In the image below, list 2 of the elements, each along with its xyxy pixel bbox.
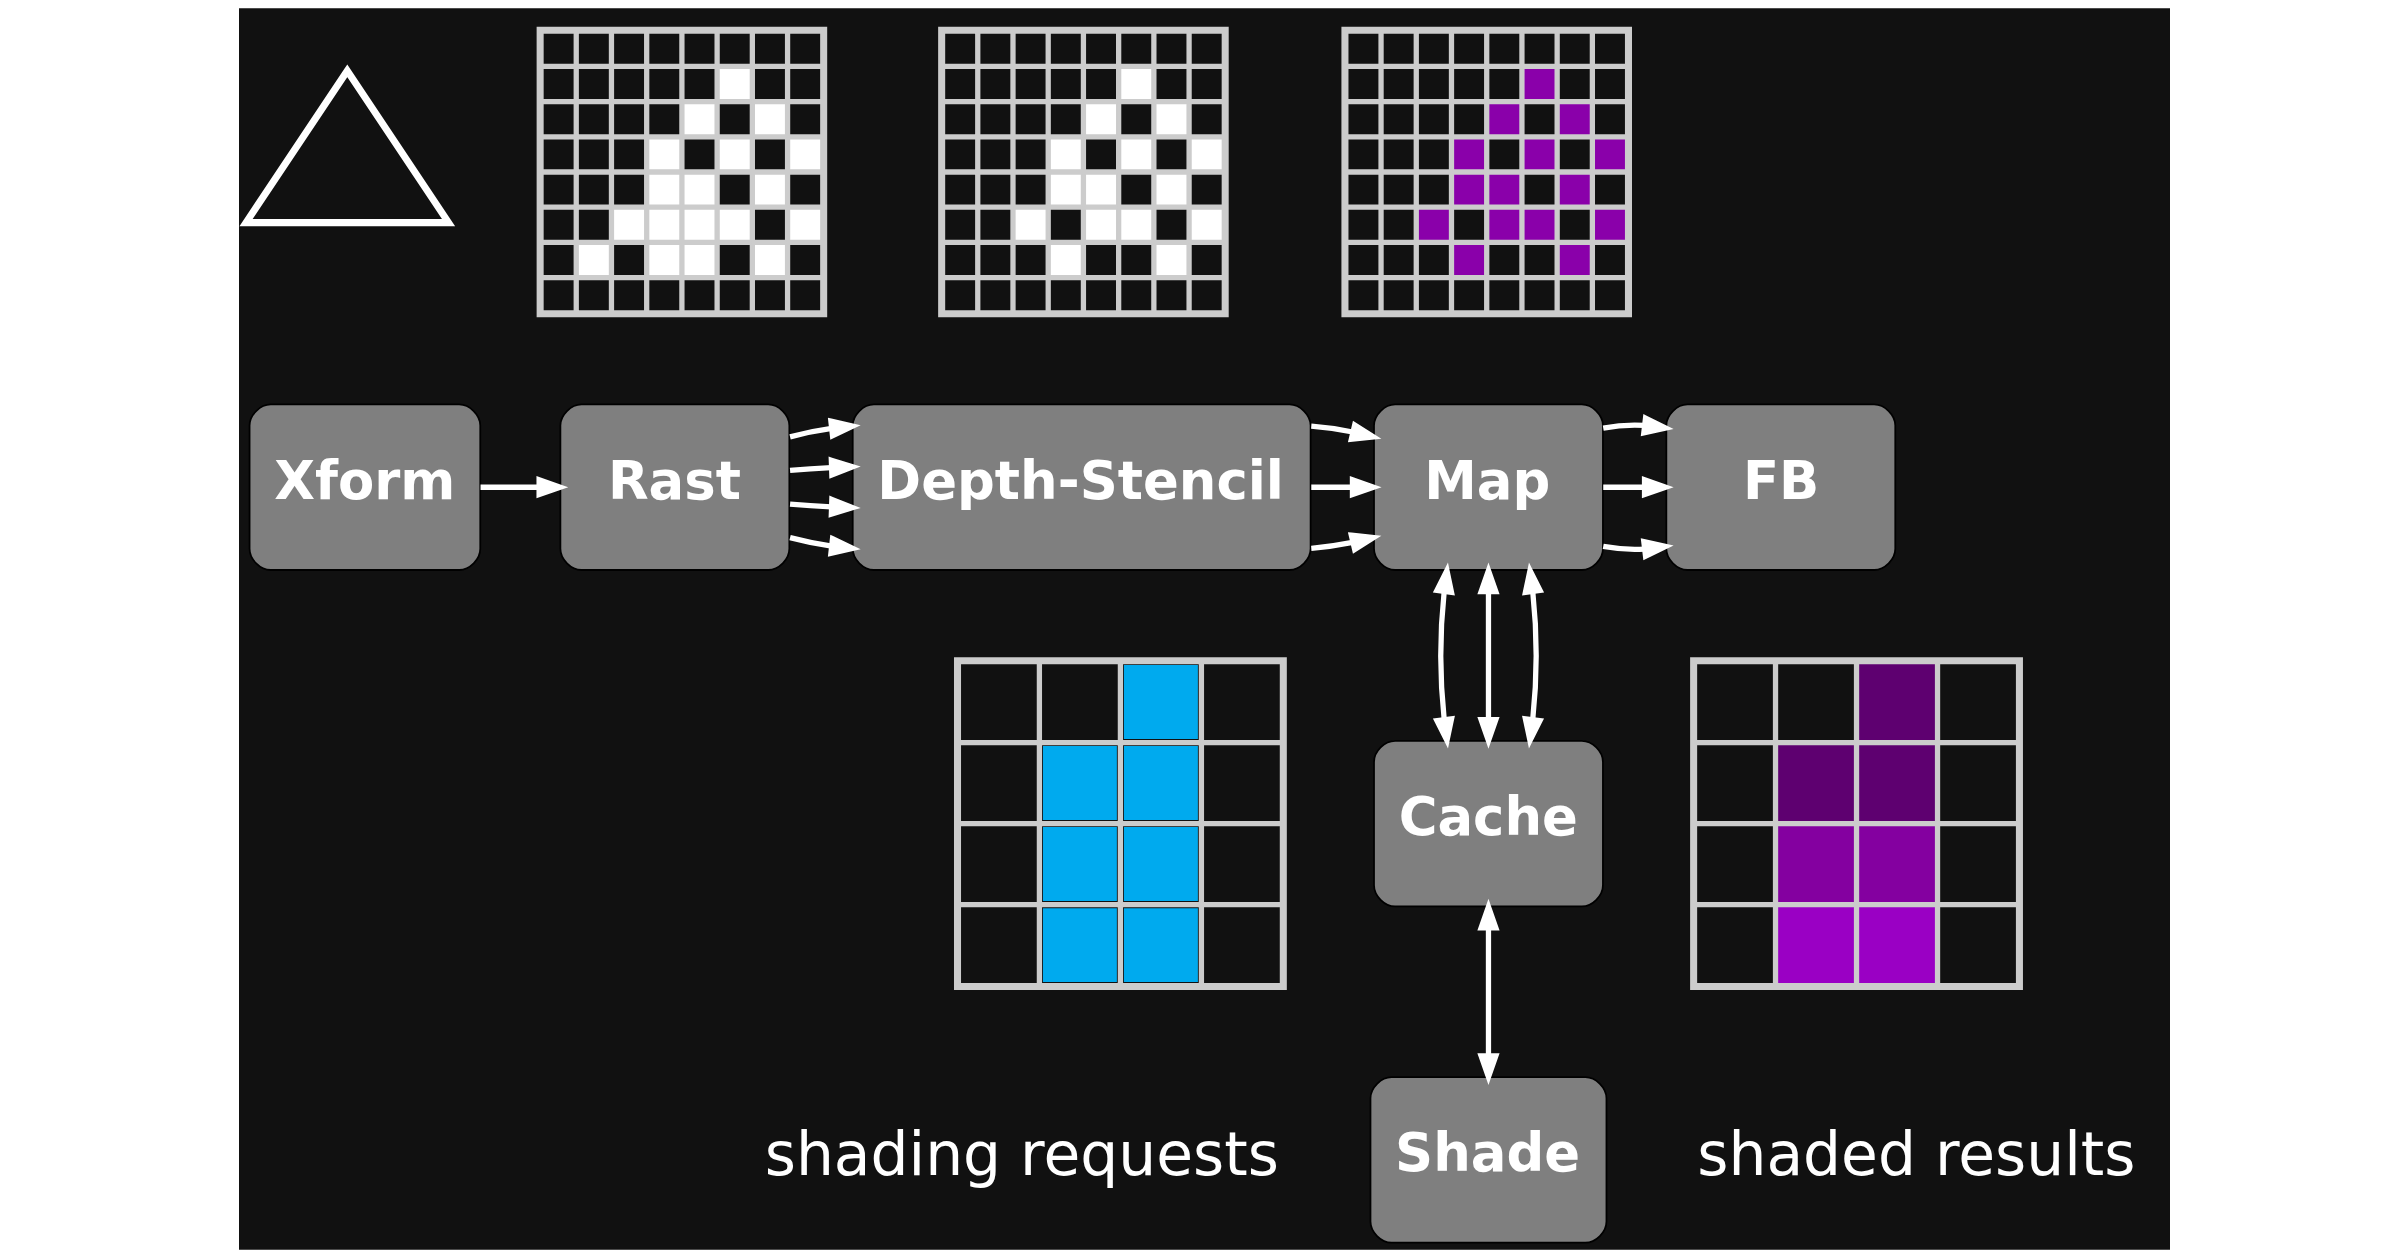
label: shaded results (1696, 1119, 2136, 1190)
label: shading requests (764, 1119, 1279, 1190)
